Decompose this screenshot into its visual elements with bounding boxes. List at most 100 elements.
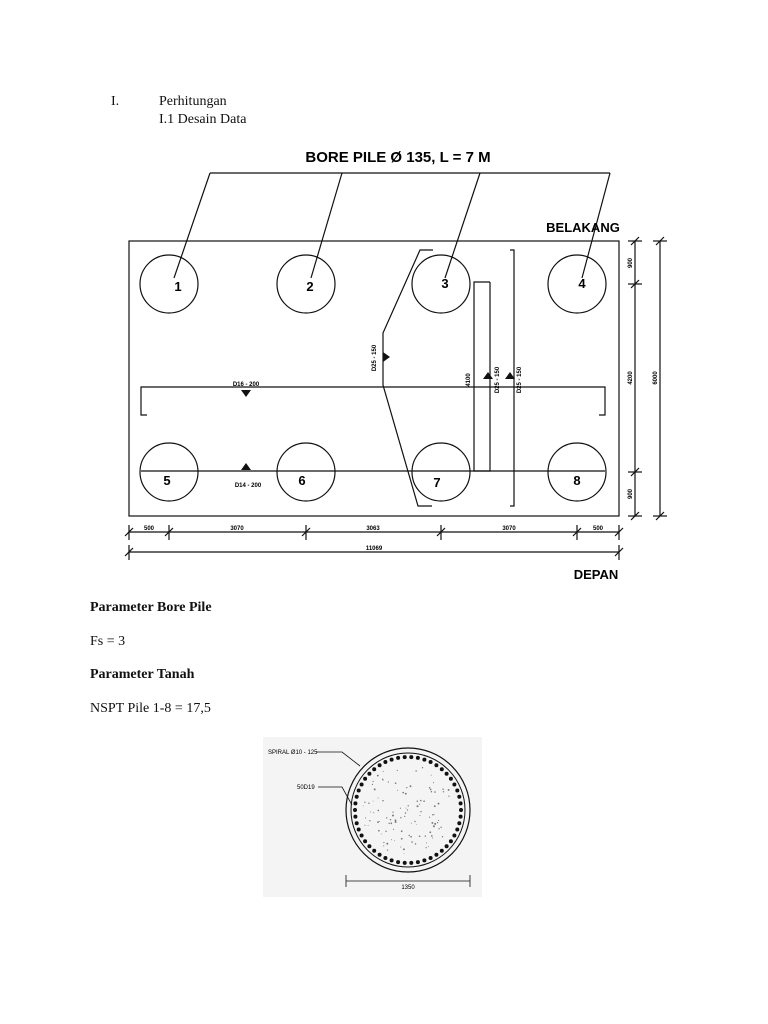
fs-value: Fs = 3	[90, 634, 126, 649]
leader-line	[444, 172, 481, 279]
concrete-speckle	[376, 774, 379, 777]
pile-circle	[276, 254, 336, 314]
concrete-speckle	[410, 822, 412, 824]
rebar-bar	[422, 757, 427, 762]
leader-line	[310, 172, 343, 279]
concrete-speckle	[415, 770, 417, 772]
drawing-title: BORE PILE Ø 135, L = 7 M	[305, 149, 490, 166]
rebar-bar	[439, 848, 444, 853]
rebar-bar	[455, 788, 460, 793]
rebar-bar	[377, 763, 382, 768]
section-title: Perhitungan	[159, 94, 227, 109]
concrete-speckle	[377, 797, 379, 799]
concrete-speckle	[394, 840, 396, 842]
concrete-speckle	[370, 811, 372, 813]
concrete-speckle	[430, 774, 432, 776]
rebar-bar	[439, 767, 444, 772]
dim-bottom: 3063	[366, 526, 380, 532]
concrete-speckle	[416, 800, 419, 802]
rebar-bar	[415, 860, 420, 865]
pile-label: 5	[163, 473, 170, 488]
rebar-bar	[422, 858, 427, 863]
concrete-speckle	[429, 788, 432, 791]
spiral-label: SPIRAL Ø10 - 125	[268, 750, 318, 756]
rebar-marker	[383, 352, 390, 362]
dim-bottom: 500	[593, 526, 604, 532]
leader-line	[581, 172, 611, 279]
subsection-title: I.1 Desain Data	[159, 112, 247, 127]
concrete-speckle	[378, 820, 380, 823]
rebar-bar	[458, 814, 463, 819]
concrete-speckle	[425, 842, 428, 844]
rebar-bar	[383, 760, 388, 764]
concrete-speckle	[421, 767, 424, 769]
concrete-speckle	[372, 780, 374, 782]
label-front: DEPAN	[574, 567, 619, 582]
rebar-bar	[363, 839, 368, 844]
concrete-speckle	[448, 795, 450, 797]
concrete-speckle	[403, 852, 405, 854]
concrete-speckle	[424, 835, 426, 837]
dim-total-vertical: 6000	[653, 371, 659, 385]
concrete-speckle	[386, 842, 389, 845]
concrete-speckle	[371, 783, 374, 786]
concrete-speckle	[434, 791, 436, 793]
concrete-speckle	[436, 821, 439, 824]
rebar-bar	[353, 808, 357, 812]
concrete-speckle	[434, 822, 437, 825]
rebar-bar	[396, 755, 401, 760]
rebar-bar	[372, 767, 377, 772]
rebar-bar	[367, 771, 372, 776]
leader-line	[173, 172, 211, 279]
rebar-marker	[505, 372, 515, 379]
dim-total-horizontal: 11069	[366, 546, 383, 552]
concrete-speckle	[372, 800, 374, 802]
concrete-speckle	[394, 821, 397, 823]
concrete-speckle	[414, 843, 417, 845]
rebar-bar	[444, 844, 449, 849]
rebar-v1-label: D25 - 150	[495, 366, 501, 393]
concrete-speckle	[442, 791, 445, 793]
pile-label: 2	[306, 279, 313, 294]
pile-cross-section: SPIRAL Ø10 - 125 50D19 1350	[263, 737, 482, 897]
pile-label: 6	[298, 473, 305, 488]
rebar-bar	[428, 760, 433, 764]
pile-label: 7	[433, 475, 440, 490]
concrete-speckle	[391, 839, 392, 841]
rebar-bar	[452, 833, 457, 838]
concrete-speckle	[383, 845, 385, 847]
pile-circle	[411, 254, 471, 314]
rebar-bar	[353, 801, 358, 806]
rebar-top-line	[140, 386, 606, 416]
rebar-bar	[372, 848, 377, 853]
rebar-bar	[354, 821, 359, 826]
concrete-speckle	[367, 824, 369, 826]
concrete-speckle	[394, 819, 397, 822]
concrete-speckle	[437, 802, 440, 805]
concrete-speckle	[402, 791, 405, 794]
rebar-vertical-1	[473, 281, 491, 472]
rebar-diag-label: D25 - 150	[372, 344, 378, 371]
pile-label: 1	[174, 279, 181, 294]
concrete-speckle	[383, 841, 385, 844]
rebar-bar	[389, 858, 394, 863]
dim-bottom: 3070	[502, 526, 516, 532]
pile-label: 4	[578, 276, 586, 291]
dim-bottom: 3070	[230, 526, 244, 532]
concrete-speckle	[400, 837, 403, 840]
rebar-bar	[356, 788, 361, 793]
concrete-speckle	[382, 799, 384, 802]
rebar-bar	[353, 814, 358, 819]
concrete-speckle	[400, 830, 403, 833]
concrete-speckle	[388, 822, 390, 825]
concrete-speckle	[364, 801, 366, 803]
concrete-fill	[362, 767, 450, 854]
concrete-speckle	[418, 835, 421, 838]
rebar-bar	[354, 794, 359, 799]
rebar-bar	[359, 782, 364, 787]
concrete-speckle	[409, 785, 412, 788]
rebar-marker	[241, 463, 251, 470]
rebar-bar	[359, 833, 364, 838]
concrete-speckle	[377, 821, 379, 823]
concrete-speckle	[382, 771, 384, 772]
